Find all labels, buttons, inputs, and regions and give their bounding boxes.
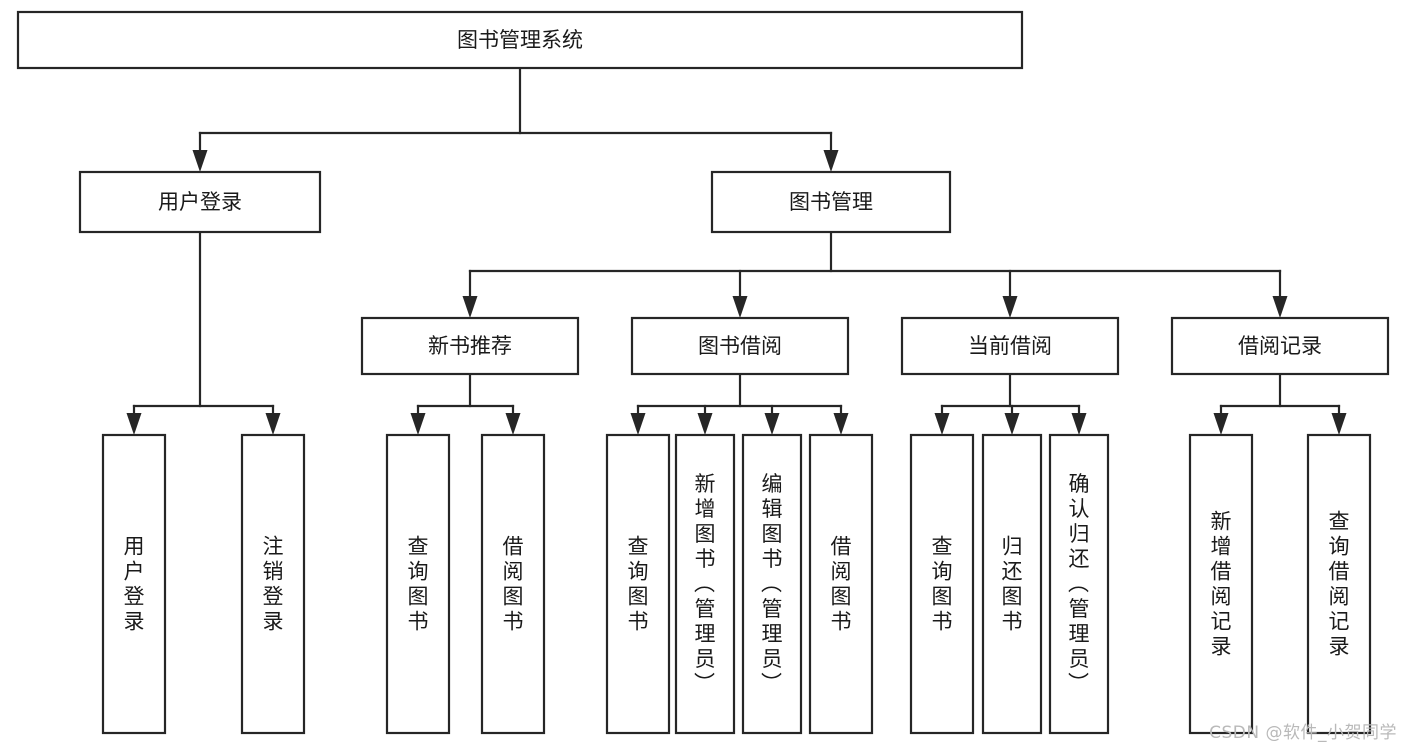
node-box-leaf1[interactable] [101, 433, 167, 735]
node-label-leaf7: 编辑图书（管理员） [761, 472, 783, 696]
node-leaf11[interactable]: 确认归还（管理员） [1048, 433, 1110, 735]
arrow-head-leaf5 [630, 413, 646, 435]
node-label-newrec: 新书推荐 [428, 334, 512, 358]
node-leaf5[interactable]: 查询图书 [605, 433, 671, 735]
node-label-borrow: 图书借阅 [698, 334, 782, 358]
arrow-head-leaf10 [1004, 413, 1020, 435]
node-leaf2[interactable]: 注销登录 [240, 433, 306, 735]
arrow-head-bookmgmt [823, 150, 839, 172]
node-newrec[interactable]: 新书推荐 [360, 316, 580, 376]
node-label-leaf1: 用户登录 [124, 535, 145, 634]
node-leaf1[interactable]: 用户登录 [101, 433, 167, 735]
node-box-leaf12[interactable] [1188, 433, 1254, 735]
node-box-leaf4[interactable] [480, 433, 546, 735]
node-label-leaf2: 注销登录 [263, 535, 284, 634]
arrow-head-login [192, 150, 208, 172]
node-box-borrow[interactable] [630, 316, 850, 376]
node-label-current: 当前借阅 [968, 334, 1052, 358]
node-label-leaf12: 新增借阅记录 [1211, 510, 1232, 659]
node-box-leaf13[interactable] [1306, 433, 1372, 735]
node-label-leaf4: 借阅图书 [503, 535, 524, 634]
arrow-head-leaf9 [934, 413, 950, 435]
node-label-leaf6: 新增图书（管理员） [694, 472, 716, 696]
node-label-leaf8: 借阅图书 [831, 535, 852, 634]
node-current[interactable]: 当前借阅 [900, 316, 1120, 376]
node-records[interactable]: 借阅记录 [1170, 316, 1390, 376]
node-label-login: 用户登录 [158, 190, 242, 214]
arrow-head-leaf13 [1331, 413, 1347, 435]
node-box-leaf11[interactable] [1048, 433, 1110, 735]
node-box-leaf6[interactable] [674, 433, 736, 735]
connector-group-newrec [410, 372, 521, 435]
connector-group-current [934, 372, 1087, 435]
node-box-leaf8[interactable] [808, 433, 874, 735]
node-label-leaf11: 确认归还（管理员） [1068, 472, 1090, 696]
node-leaf10[interactable]: 归还图书 [981, 433, 1043, 735]
node-box-newrec[interactable] [360, 316, 580, 376]
arrow-head-newrec [462, 296, 478, 318]
connector-group-borrow [630, 372, 849, 435]
arrow-head-leaf4 [505, 413, 521, 435]
node-box-leaf2[interactable] [240, 433, 306, 735]
node-leaf7[interactable]: 编辑图书（管理员） [741, 433, 803, 735]
node-box-leaf3[interactable] [385, 433, 451, 735]
node-label-leaf9: 查询图书 [932, 535, 953, 634]
arrow-head-leaf7 [764, 413, 780, 435]
nodes-layer: 图书管理系统用户登录图书管理新书推荐图书借阅当前借阅借阅记录用户登录注销登录查询… [16, 10, 1390, 735]
node-leaf13[interactable]: 查询借阅记录 [1306, 433, 1372, 735]
csdn-watermark: CSDN @软件_小贺同学 [1209, 723, 1397, 743]
node-leaf9[interactable]: 查询图书 [909, 433, 975, 735]
node-bookmgmt[interactable]: 图书管理 [710, 170, 952, 234]
node-leaf6[interactable]: 新增图书（管理员） [674, 433, 736, 735]
node-box-records[interactable] [1170, 316, 1390, 376]
arrow-head-leaf12 [1213, 413, 1229, 435]
arrow-head-leaf11 [1071, 413, 1087, 435]
node-label-root: 图书管理系统 [457, 28, 583, 52]
node-box-root[interactable] [16, 10, 1024, 70]
arrow-head-current [1002, 296, 1018, 318]
connector-group-bookmgmt [462, 230, 1288, 318]
arrow-head-borrow [732, 296, 748, 318]
node-box-leaf9[interactable] [909, 433, 975, 735]
node-root[interactable]: 图书管理系统 [16, 10, 1024, 70]
arrow-head-leaf6 [697, 413, 713, 435]
node-box-leaf7[interactable] [741, 433, 803, 735]
connectors-layer [126, 66, 1347, 435]
node-label-bookmgmt: 图书管理 [789, 190, 873, 214]
node-box-login[interactable] [78, 170, 322, 234]
node-login[interactable]: 用户登录 [78, 170, 322, 234]
node-leaf12[interactable]: 新增借阅记录 [1188, 433, 1254, 735]
node-label-leaf5: 查询图书 [628, 535, 649, 634]
arrow-head-records [1272, 296, 1288, 318]
arrow-head-leaf1 [126, 413, 142, 435]
node-leaf8[interactable]: 借阅图书 [808, 433, 874, 735]
node-box-current[interactable] [900, 316, 1120, 376]
arrow-head-leaf8 [833, 413, 849, 435]
node-leaf3[interactable]: 查询图书 [385, 433, 451, 735]
connector-group-login [126, 230, 281, 435]
arrow-head-leaf3 [410, 413, 426, 435]
node-borrow[interactable]: 图书借阅 [630, 316, 850, 376]
node-box-bookmgmt[interactable] [710, 170, 952, 234]
node-label-leaf3: 查询图书 [408, 535, 429, 634]
connector-group-records [1213, 372, 1347, 435]
node-label-records: 借阅记录 [1238, 334, 1322, 358]
arrow-head-leaf2 [265, 413, 281, 435]
node-box-leaf5[interactable] [605, 433, 671, 735]
node-leaf4[interactable]: 借阅图书 [480, 433, 546, 735]
node-box-leaf10[interactable] [981, 433, 1043, 735]
node-label-leaf13: 查询借阅记录 [1329, 510, 1350, 659]
connector-group-root [192, 66, 839, 172]
node-label-leaf10: 归还图书 [1002, 535, 1023, 634]
